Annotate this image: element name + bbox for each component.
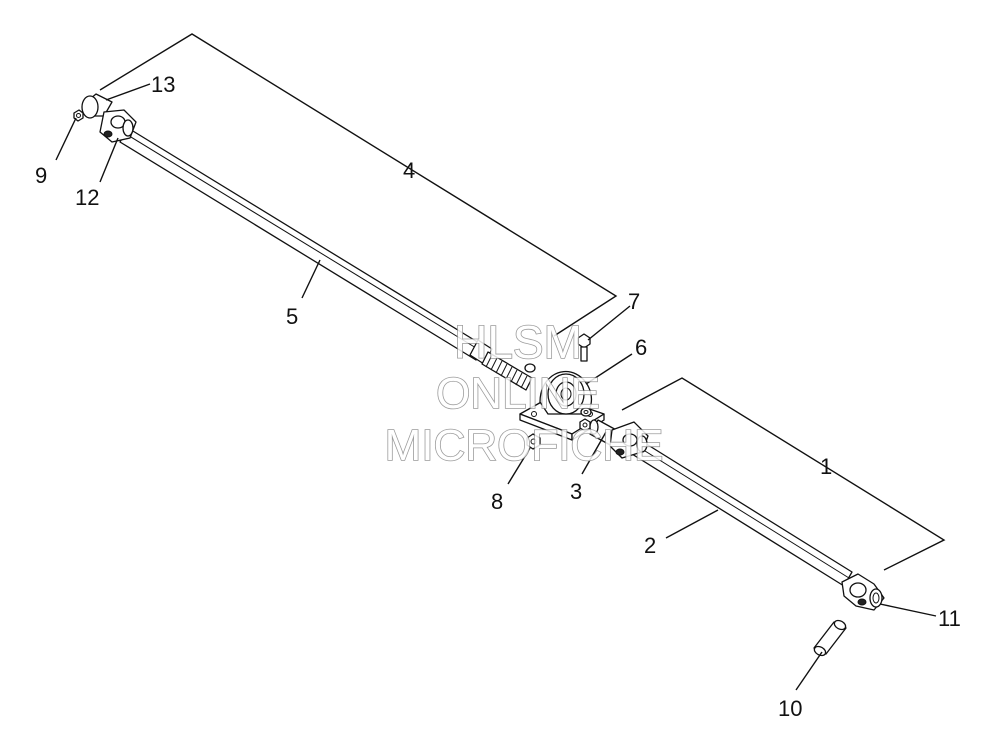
callout-4: 4 [403, 158, 415, 183]
callout-9: 9 [35, 163, 47, 188]
callout-3: 3 [570, 479, 582, 504]
callout-8: 8 [491, 489, 503, 514]
callout-12: 12 [75, 185, 99, 210]
bolt-part-7 [577, 333, 591, 362]
callout-6: 6 [635, 335, 647, 360]
callout-11: 11 [938, 606, 961, 631]
watermark: HLSM ONLINE MICROFICHE [384, 315, 664, 471]
leader-lines [55, 83, 937, 691]
upper-universal-joint [81, 93, 137, 143]
shaft-spline-end [481, 351, 533, 391]
lower-center-universal-joint [609, 421, 649, 459]
callout-1: 1 [820, 454, 832, 479]
assembly-4-bracket [99, 33, 618, 337]
watermark-line-1: HLSM [454, 316, 582, 368]
roll-pin-part-10 [813, 619, 847, 657]
nut-part-8 [526, 433, 541, 450]
callout-2: 2 [644, 533, 656, 558]
callout-labels: 13 9 12 4 5 7 6 8 3 1 2 11 10 [35, 72, 961, 721]
callout-10: 10 [778, 696, 802, 721]
watermark-line-2: ONLINE [436, 369, 600, 418]
callout-5: 5 [286, 304, 298, 329]
upper-drive-shaft [119, 127, 533, 391]
callout-7: 7 [628, 289, 640, 314]
lower-end-universal-joint [841, 573, 885, 611]
washer-near-bearing [524, 363, 592, 417]
assembly-1-bracket [621, 377, 946, 571]
callout-13: 13 [151, 72, 175, 97]
watermark-line-3: MICROFICHE [385, 421, 664, 470]
